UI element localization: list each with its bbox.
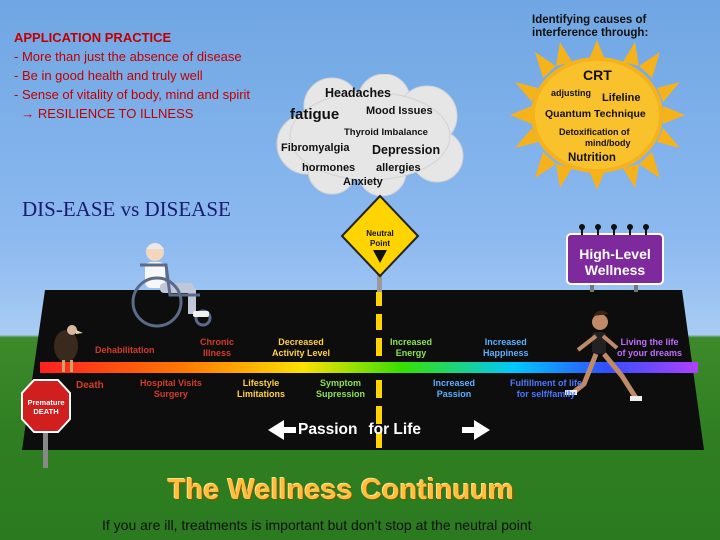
causes-title: Identifying causes of interference throu… xyxy=(532,14,648,40)
chronic-line1: Chronic xyxy=(200,337,235,347)
decreased-line1: Decreased xyxy=(278,337,324,347)
nutrition-text: Nutrition xyxy=(568,152,616,164)
down-arrow-icon xyxy=(373,250,387,263)
stop-sign xyxy=(21,379,71,433)
symptom-mood-issues: Mood Issues xyxy=(366,105,433,117)
detox-text-2: mind/body xyxy=(585,138,631,148)
hospital-line2: Surgery xyxy=(153,389,188,399)
left-arrow-icon xyxy=(268,420,284,440)
high-level-wellness-label: High-Level Wellness xyxy=(567,246,663,278)
passion-word: Passion xyxy=(298,421,358,438)
center-line xyxy=(376,292,382,448)
dis-ease-vs-disease: DIS-EASE vs DISEASE xyxy=(22,197,231,221)
label-fulfillment: Fulfillment of life for self/family xyxy=(510,378,582,400)
stop-line2: DEATH xyxy=(33,407,59,416)
passion-line1: Increased xyxy=(433,378,476,388)
stop-sign-post xyxy=(43,420,48,468)
symptom-depression: Depression xyxy=(372,143,441,157)
lifestyle-line1: Lifestyle xyxy=(242,378,280,388)
right-arrow-icon: → xyxy=(21,106,35,121)
living-line1: Living the life xyxy=(620,337,679,347)
symptom-allergies: allergies xyxy=(376,162,421,174)
passion-for-life: Passion for Life xyxy=(298,421,421,439)
neutral-sign xyxy=(340,194,420,278)
vulture-icon xyxy=(54,325,83,372)
label-symptom: Symptom Supression xyxy=(316,378,365,400)
symptom-fatigue: fatigue xyxy=(290,106,340,123)
hlw-line1: High-Level xyxy=(579,246,651,262)
wheelchair-person-icon xyxy=(131,243,212,328)
cloud-icon xyxy=(276,74,464,196)
lifeline-text: Lifeline xyxy=(602,92,641,104)
practice-title: APPLICATION PRACTICE xyxy=(14,30,172,45)
application-practice: APPLICATION PRACTICE - More than just th… xyxy=(14,28,304,123)
label-increased-happiness: Increased Happiness xyxy=(483,337,529,359)
crt-text: CRT xyxy=(583,67,612,83)
symptom-hormones: hormones xyxy=(302,162,356,174)
happiness-line2: Happiness xyxy=(483,348,529,358)
neutral-line1: Neutral xyxy=(366,229,394,238)
label-lifestyle: Lifestyle Limitations xyxy=(237,378,285,400)
label-death: Death xyxy=(76,380,104,391)
stop-line1: Premature xyxy=(27,398,65,407)
lifestyle-line2: Limitations xyxy=(237,389,286,399)
label-dehabilitation: Dehabilitation xyxy=(95,345,155,355)
for-life-word: for Life xyxy=(368,421,421,438)
label-increased-passion: Increased Passion xyxy=(433,378,475,400)
sign-lights xyxy=(579,224,649,235)
neutral-line2: Point xyxy=(370,239,390,248)
fulfillment-line1: Fulfillment of life xyxy=(510,378,582,388)
passion-line2: Passion xyxy=(436,389,472,399)
premature-death-label: Premature DEATH xyxy=(22,398,70,416)
living-line2: of your dreams xyxy=(617,348,683,358)
fulfillment-line2: for self/family xyxy=(516,389,576,399)
sun-icon xyxy=(510,40,685,190)
practice-line-2: - Be in good health and truly well xyxy=(14,68,203,83)
label-living-life: Living the life of your dreams xyxy=(617,337,682,359)
symptom-thyroid: Thyroid Imbalance xyxy=(344,127,428,138)
chronic-line2: Illness xyxy=(203,348,232,358)
detox-text-1: Detoxification of xyxy=(559,127,630,137)
right-arrow-icon xyxy=(474,420,490,440)
resilience-text: RESILIENCE TO ILLNESS xyxy=(37,106,194,121)
happiness-line1: Increased xyxy=(484,337,527,347)
energy-line2: Energy xyxy=(395,348,427,358)
symptom-headaches: Headaches xyxy=(325,86,392,100)
label-hospital: Hospital Visits Surgery xyxy=(140,378,202,400)
practice-resilience: → RESILIENCE TO ILLNESS xyxy=(14,104,304,123)
symptom-fibromyalgia: Fibromyalgia xyxy=(281,142,350,154)
symptom-anxiety: Anxiety xyxy=(343,176,383,188)
footer-note: If you are ill, treatments is important … xyxy=(102,517,532,533)
label-chronic-illness: Chronic Illness xyxy=(200,337,234,359)
symptom-line2: Supression xyxy=(316,389,366,399)
symptom-line1: Symptom xyxy=(320,378,362,388)
decreased-line2: Activity Level xyxy=(272,348,331,358)
quantum-technique-text: Quantum Technique xyxy=(545,108,646,120)
practice-line-1: - More than just the absence of disease xyxy=(14,49,242,64)
adjusting-text: adjusting xyxy=(551,88,591,98)
practice-line-3: - Sense of vitality of body, mind and sp… xyxy=(14,87,251,102)
energy-line1: Increased xyxy=(390,337,433,347)
hlw-line2: Wellness xyxy=(584,262,646,278)
page-title: The Wellness Continuum xyxy=(168,474,514,506)
rainbow-band xyxy=(40,362,698,373)
causes-title-line2: interference through: xyxy=(532,27,649,39)
label-increased-energy: Increased Energy xyxy=(390,337,432,359)
causes-title-line1: Identifying causes of xyxy=(532,14,647,26)
hospital-line1: Hospital Visits xyxy=(140,378,202,388)
neutral-point-label: Neutral Point xyxy=(355,229,405,249)
runner-icon xyxy=(565,310,642,401)
label-decreased-activity: Decreased Activity Level xyxy=(272,337,330,359)
